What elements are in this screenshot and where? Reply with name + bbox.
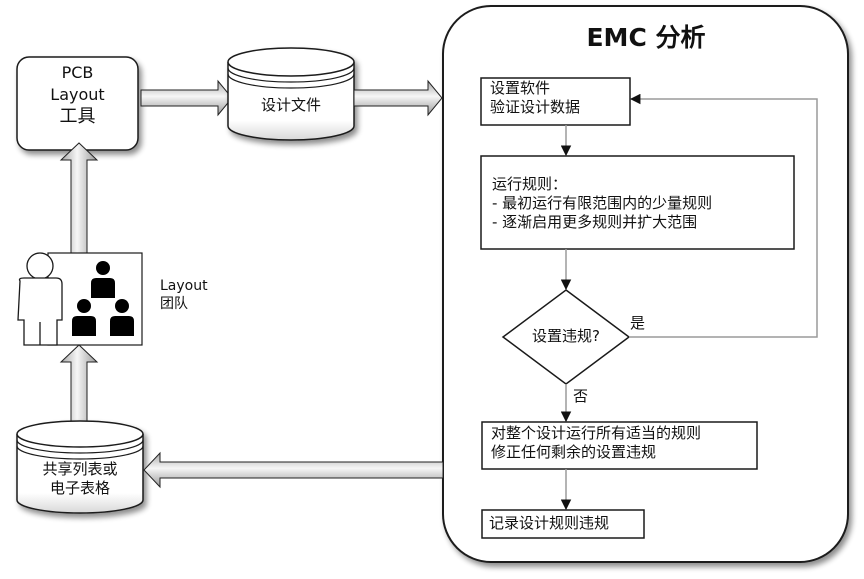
emc-panel-title: EMC 分析: [586, 23, 706, 52]
step-run-rules-text: 运行规则： - 最初运行有限范围内的少量规则 - 逐渐启用更多规则并扩大范围: [492, 175, 712, 233]
step-run-all-line-2: 修正任何剩余的设置违规: [491, 443, 657, 462]
layout-team-label: Layout 团队: [160, 278, 208, 313]
arrow-team-to-tool: [59, 142, 99, 254]
shared-list-label: 共享列表或 电子表格: [17, 460, 143, 498]
design-files-cylinder: [227, 47, 355, 141]
arrow-files-to-emc: [353, 79, 443, 117]
arrow-tool-to-files: [140, 79, 233, 117]
arrow-emc-to-list: [143, 451, 444, 489]
pcb-tool-label: PCB Layout 工具: [17, 62, 138, 129]
layout-team-line-2: 团队: [160, 295, 188, 312]
decision-no-label: 否: [573, 387, 589, 405]
pcb-tool-line-1: PCB: [61, 63, 94, 82]
step-run-all-box: [481, 421, 758, 470]
step-setup-line-1: 设置软件: [490, 79, 551, 97]
decision-text: 设置违规?: [532, 327, 600, 345]
step-run-rules-line-1: 运行规则：: [492, 175, 568, 193]
team-lead-icon: [17, 252, 63, 346]
step-run-rules-line-2: - 最初运行有限范围内的少量规则: [492, 194, 713, 213]
arrow-list-to-team: [59, 344, 99, 426]
step-record-box: [481, 509, 645, 539]
step-run-all-text: 对整个设计运行所有适当的规则 修正任何剩余的设置违规: [491, 424, 701, 462]
pcb-tool-line-2: Layout: [50, 84, 105, 104]
design-files-label: 设计文件: [260, 96, 321, 114]
shared-list-line-2: 电子表格: [49, 478, 110, 497]
layout-team-line-1: Layout: [160, 278, 208, 294]
team-members-icon: [72, 261, 134, 336]
step-run-rules-line-3: - 逐渐启用更多规则并扩大范围: [492, 213, 698, 232]
step-run-rules-box: [480, 155, 795, 250]
pcb-tool-line-3: 工具: [59, 106, 96, 128]
shared-list-line-1: 共享列表或: [42, 460, 118, 478]
step-run-all-line-1: 对整个设计运行所有适当的规则: [491, 424, 702, 442]
step-setup-line-2: 验证设计数据: [490, 98, 581, 117]
step-record-text: 记录设计规则违规: [489, 514, 610, 532]
step-setup-text: 设置软件 验证设计数据: [490, 79, 580, 117]
shared-list-cylinder: [16, 420, 144, 514]
step-setup-box: [480, 77, 631, 126]
decision-yes-label: 是: [630, 314, 646, 332]
connector-decision-yes-loop: [629, 93, 818, 338]
